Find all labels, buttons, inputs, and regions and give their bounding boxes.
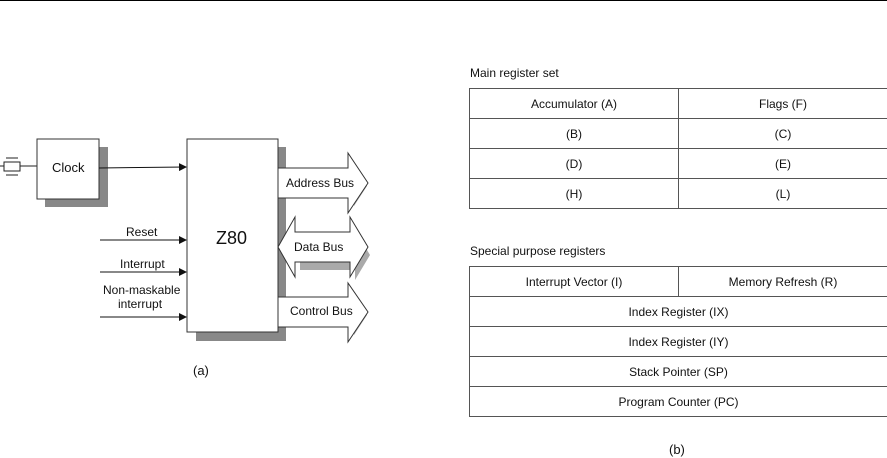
- register-cell: Interrupt Vector (I): [469, 266, 679, 297]
- control-bus-arrow: [277, 281, 369, 344]
- table-row: (B) (C): [469, 118, 887, 149]
- register-cell: (B): [469, 118, 679, 149]
- interrupt-label: Interrupt: [120, 257, 165, 271]
- clock-block: [36, 138, 100, 200]
- caption-a: (a): [193, 363, 209, 378]
- register-cell: Index Register (IX): [469, 296, 887, 327]
- register-cell: Program Counter (PC): [469, 386, 887, 417]
- register-cell: Stack Pointer (SP): [469, 356, 887, 387]
- table-row: Stack Pointer (SP): [469, 356, 887, 387]
- table-row: Index Register (IX): [469, 296, 887, 327]
- control-bus-label: Control Bus: [290, 304, 353, 318]
- cpu-label: Z80: [216, 228, 247, 248]
- address-bus-arrow: [277, 151, 369, 215]
- clock-label: Clock: [52, 160, 85, 175]
- clock-arrow: [98, 163, 187, 172]
- nmi-label-line2: interrupt: [118, 297, 163, 311]
- register-cell: (C): [678, 118, 887, 149]
- table-row: Program Counter (PC): [469, 386, 887, 417]
- register-cell: Index Register (IY): [469, 326, 887, 357]
- special-register-table: Interrupt Vector (I) Memory Refresh (R) …: [469, 266, 887, 417]
- main-register-title: Main register set: [470, 66, 559, 80]
- data-bus-arrow: [277, 215, 369, 279]
- caption-b: (b): [669, 442, 685, 457]
- address-bus-label: Address Bus: [286, 176, 354, 190]
- special-register-title: Special purpose registers: [470, 244, 606, 258]
- register-cell: (L): [678, 178, 887, 209]
- register-cell: Accumulator (A): [469, 88, 679, 119]
- table-row: Interrupt Vector (I) Memory Refresh (R): [469, 266, 887, 297]
- data-bus-label: Data Bus: [294, 240, 343, 254]
- table-row: Accumulator (A) Flags (F): [469, 88, 887, 119]
- register-cell: Memory Refresh (R): [678, 266, 887, 297]
- register-cell: (E): [678, 148, 887, 179]
- table-row: Index Register (IY): [469, 326, 887, 357]
- nmi-label-line1: Non-maskable: [103, 283, 181, 297]
- reset-label: Reset: [126, 225, 158, 239]
- register-cell: Flags (F): [678, 88, 887, 119]
- crystal-icon: [0, 157, 38, 176]
- main-register-table: Accumulator (A) Flags (F) (B) (C) (D) (E…: [469, 88, 887, 209]
- table-row: (H) (L): [469, 178, 887, 209]
- register-cell: (H): [469, 178, 679, 209]
- table-row: (D) (E): [469, 148, 887, 179]
- top-rule: [0, 0, 887, 1]
- cpu-block: [186, 138, 279, 333]
- register-cell: (D): [469, 148, 679, 179]
